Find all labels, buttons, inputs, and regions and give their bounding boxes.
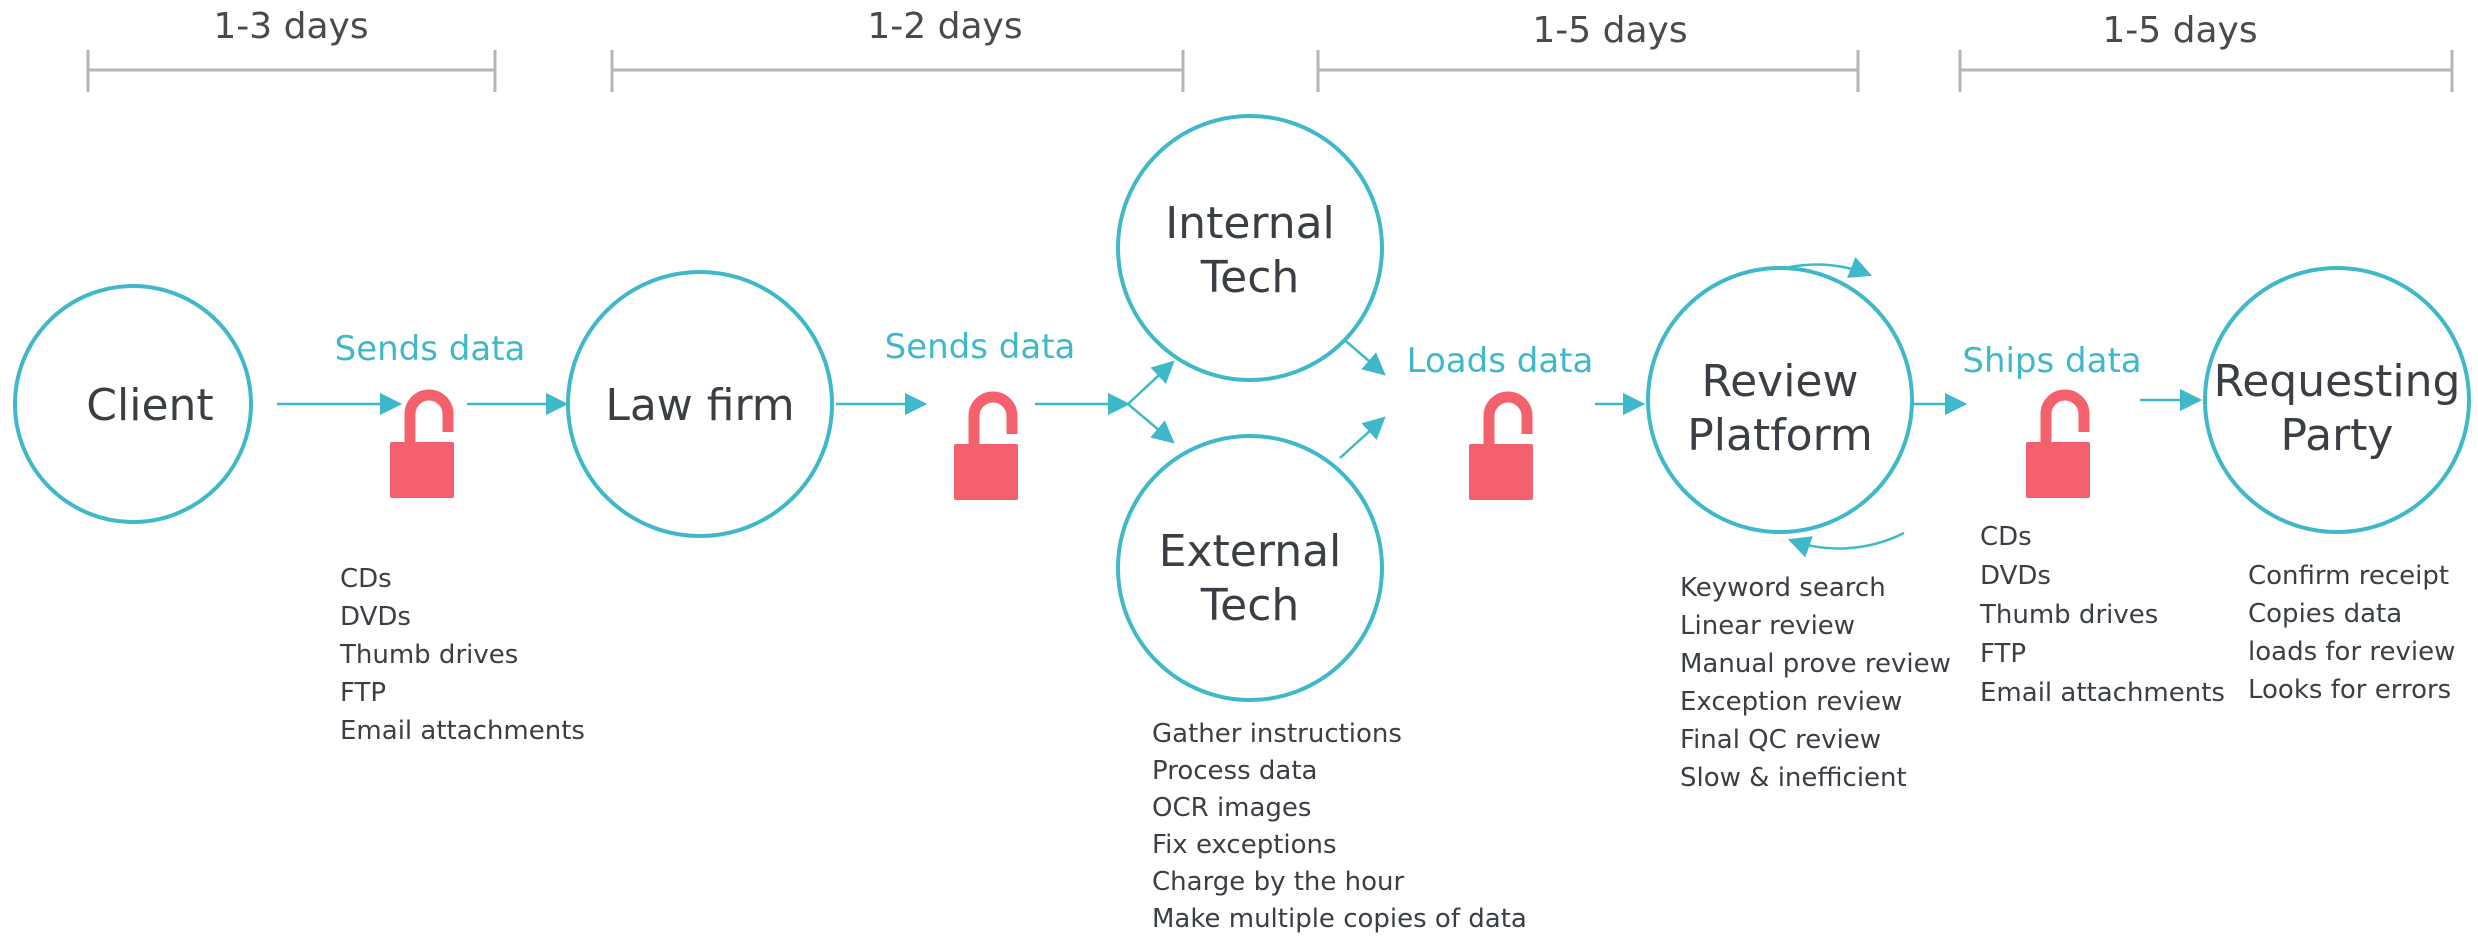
node-review-platform: Review Platform xyxy=(1646,266,1914,534)
node-internal-tech: Internal Tech xyxy=(1116,114,1384,382)
flow-connectors xyxy=(277,257,2203,558)
note-item: Confirm receipt xyxy=(2248,561,2449,591)
note-item: Thumb drives xyxy=(339,640,518,670)
note-list-client-transfer: CDs DVDs Thumb drives FTP Email attachme… xyxy=(339,564,585,746)
note-item: Fix exceptions xyxy=(1152,830,1337,860)
node-client: Client xyxy=(13,284,253,524)
node-label: Party xyxy=(2281,410,2394,461)
action-label: Sends data xyxy=(335,329,526,369)
note-item: Process data xyxy=(1152,756,1317,786)
note-item: loads for review xyxy=(2248,637,2455,667)
note-item: Linear review xyxy=(1680,611,1855,641)
duration-bracket: 1-2 days xyxy=(610,6,1185,92)
note-item: Email attachments xyxy=(1980,678,2225,708)
duration-label: 1-5 days xyxy=(2102,10,2257,51)
note-item: FTP xyxy=(340,678,386,708)
unlocked-padlock-icon xyxy=(2026,395,2090,498)
action-label: Loads data xyxy=(1407,341,1594,381)
flow-arrow xyxy=(1339,416,1386,459)
node-label: Internal xyxy=(1165,198,1335,249)
note-item: Slow & inefficient xyxy=(1680,763,1907,793)
note-list-tech-processing: Gather instructions Process data OCR ima… xyxy=(1152,719,1527,934)
note-item: Looks for errors xyxy=(2248,675,2451,705)
note-item: Manual prove review xyxy=(1680,649,1951,679)
node-label: Client xyxy=(86,380,213,431)
duration-bracket: 1-5 days xyxy=(1958,10,2454,92)
flow-arrow xyxy=(1339,335,1386,376)
note-item: Keyword search xyxy=(1680,573,1886,603)
note-item: FTP xyxy=(1980,639,2026,669)
duration-label: 1-5 days xyxy=(1532,10,1687,51)
note-item: Exception review xyxy=(1680,687,1902,717)
cycle-arrow xyxy=(1787,531,1905,558)
note-item: OCR images xyxy=(1152,793,1311,823)
action-label: Sends data xyxy=(885,327,1076,367)
note-item: Make multiple copies of data xyxy=(1152,904,1527,934)
note-item: Copies data xyxy=(2248,599,2402,629)
node-label: Review xyxy=(1702,356,1859,407)
node-external-tech: External Tech xyxy=(1116,434,1384,702)
node-label: Platform xyxy=(1687,410,1873,461)
unlocked-padlock-icon xyxy=(390,395,454,498)
unlocked-padlock-icon xyxy=(954,397,1018,500)
note-list-requesting-party: Confirm receipt Copies data loads for re… xyxy=(2248,561,2455,705)
unlocked-padlock-icon xyxy=(1469,397,1533,500)
node-label: Tech xyxy=(1200,580,1300,631)
note-item: CDs xyxy=(1980,522,2032,552)
flow-arrow xyxy=(1127,403,1175,444)
note-item: Email attachments xyxy=(340,716,585,746)
duration-label: 1-3 days xyxy=(213,6,368,47)
note-item: DVDs xyxy=(1980,561,2051,591)
note-item: Final QC review xyxy=(1680,725,1881,755)
note-item: CDs xyxy=(340,564,392,594)
node-label: Law firm xyxy=(605,380,794,431)
node-label: External xyxy=(1159,526,1342,577)
node-label: Tech xyxy=(1200,252,1300,303)
node-law-firm: Law firm xyxy=(566,270,834,538)
note-item: Gather instructions xyxy=(1152,719,1402,749)
duration-label: 1-2 days xyxy=(867,6,1022,47)
node-label: Requesting xyxy=(2214,356,2461,407)
duration-bracket: 1-3 days xyxy=(86,6,497,92)
action-label: Ships data xyxy=(1962,341,2141,381)
note-item: Charge by the hour xyxy=(1152,867,1405,897)
note-list-review: Keyword search Linear review Manual prov… xyxy=(1680,573,1951,793)
note-list-shipping: CDs DVDs Thumb drives FTP Email attachme… xyxy=(1979,522,2225,708)
node-requesting-party: Requesting Party xyxy=(2203,266,2471,534)
note-item: Thumb drives xyxy=(1979,600,2158,630)
duration-bracket: 1-5 days xyxy=(1316,10,1860,92)
flow-arrow xyxy=(1127,360,1175,405)
note-item: DVDs xyxy=(340,602,411,632)
